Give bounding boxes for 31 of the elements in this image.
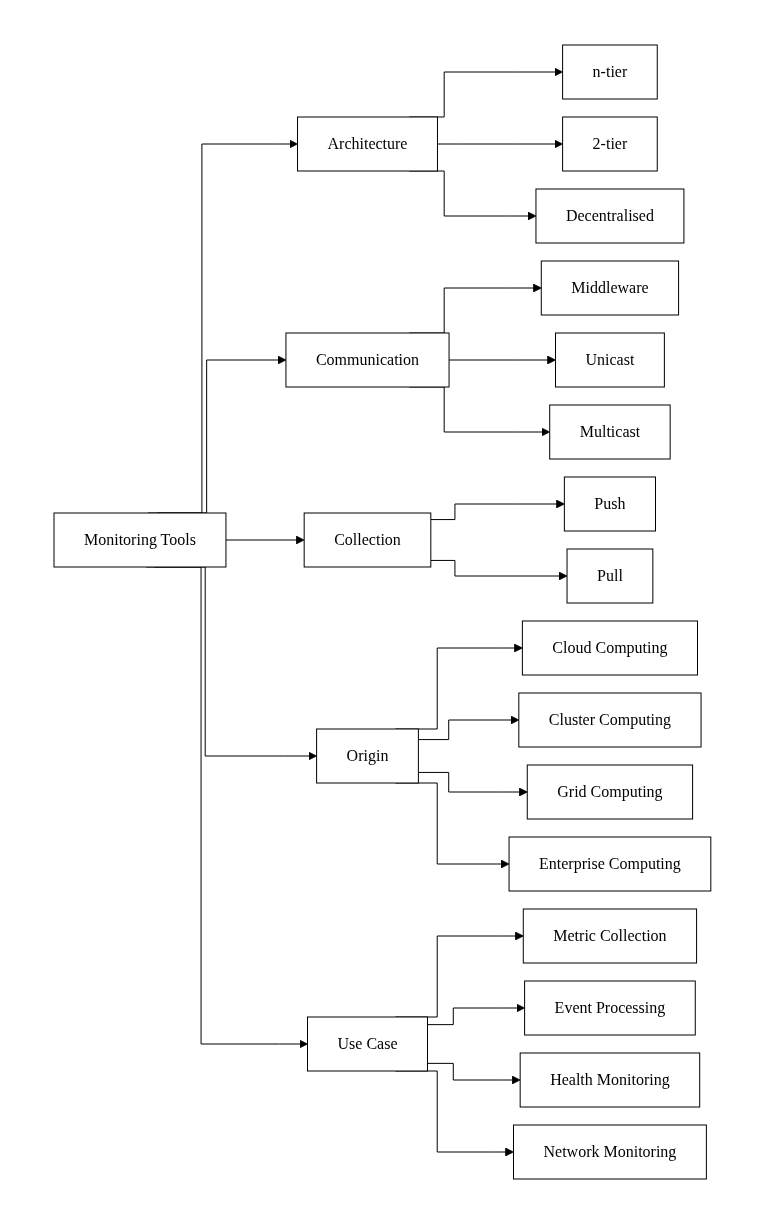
node-box: Multicast <box>548 404 671 460</box>
arrow <box>426 1062 521 1085</box>
node-box: n-tier <box>561 44 658 100</box>
node-box: Collection <box>303 512 431 568</box>
node-box: Grid Computing <box>526 764 693 820</box>
arrow <box>225 535 305 545</box>
node-box: Pull <box>566 548 653 604</box>
arrow <box>429 559 567 581</box>
node-box: Monitoring Tools <box>53 512 227 568</box>
node-box: Network Monitoring <box>512 1124 707 1180</box>
node-box: Cloud Computing <box>521 620 698 676</box>
node-box: Enterprise Computing <box>508 836 711 892</box>
node-box: Decentralised <box>535 188 684 244</box>
node-box: 2-tier <box>561 116 658 172</box>
arrow <box>426 1003 525 1026</box>
node-box: Origin <box>315 728 419 784</box>
node-box: Use Case <box>306 1016 428 1072</box>
node-box: Architecture <box>296 116 438 172</box>
node-box: Event Processing <box>523 980 696 1036</box>
arrow <box>429 499 565 521</box>
node-box: Middleware <box>540 260 679 316</box>
arrow <box>436 139 563 149</box>
node-box: Cluster Computing <box>517 692 702 748</box>
node-box: Health Monitoring <box>519 1052 700 1108</box>
arrow <box>417 771 528 797</box>
node-box: Unicast <box>554 332 665 388</box>
node-box: Metric Collection <box>522 908 697 964</box>
node-box: Push <box>563 476 656 532</box>
arrow <box>417 715 519 741</box>
arrow <box>448 355 556 365</box>
node-box: Communication <box>285 332 450 388</box>
